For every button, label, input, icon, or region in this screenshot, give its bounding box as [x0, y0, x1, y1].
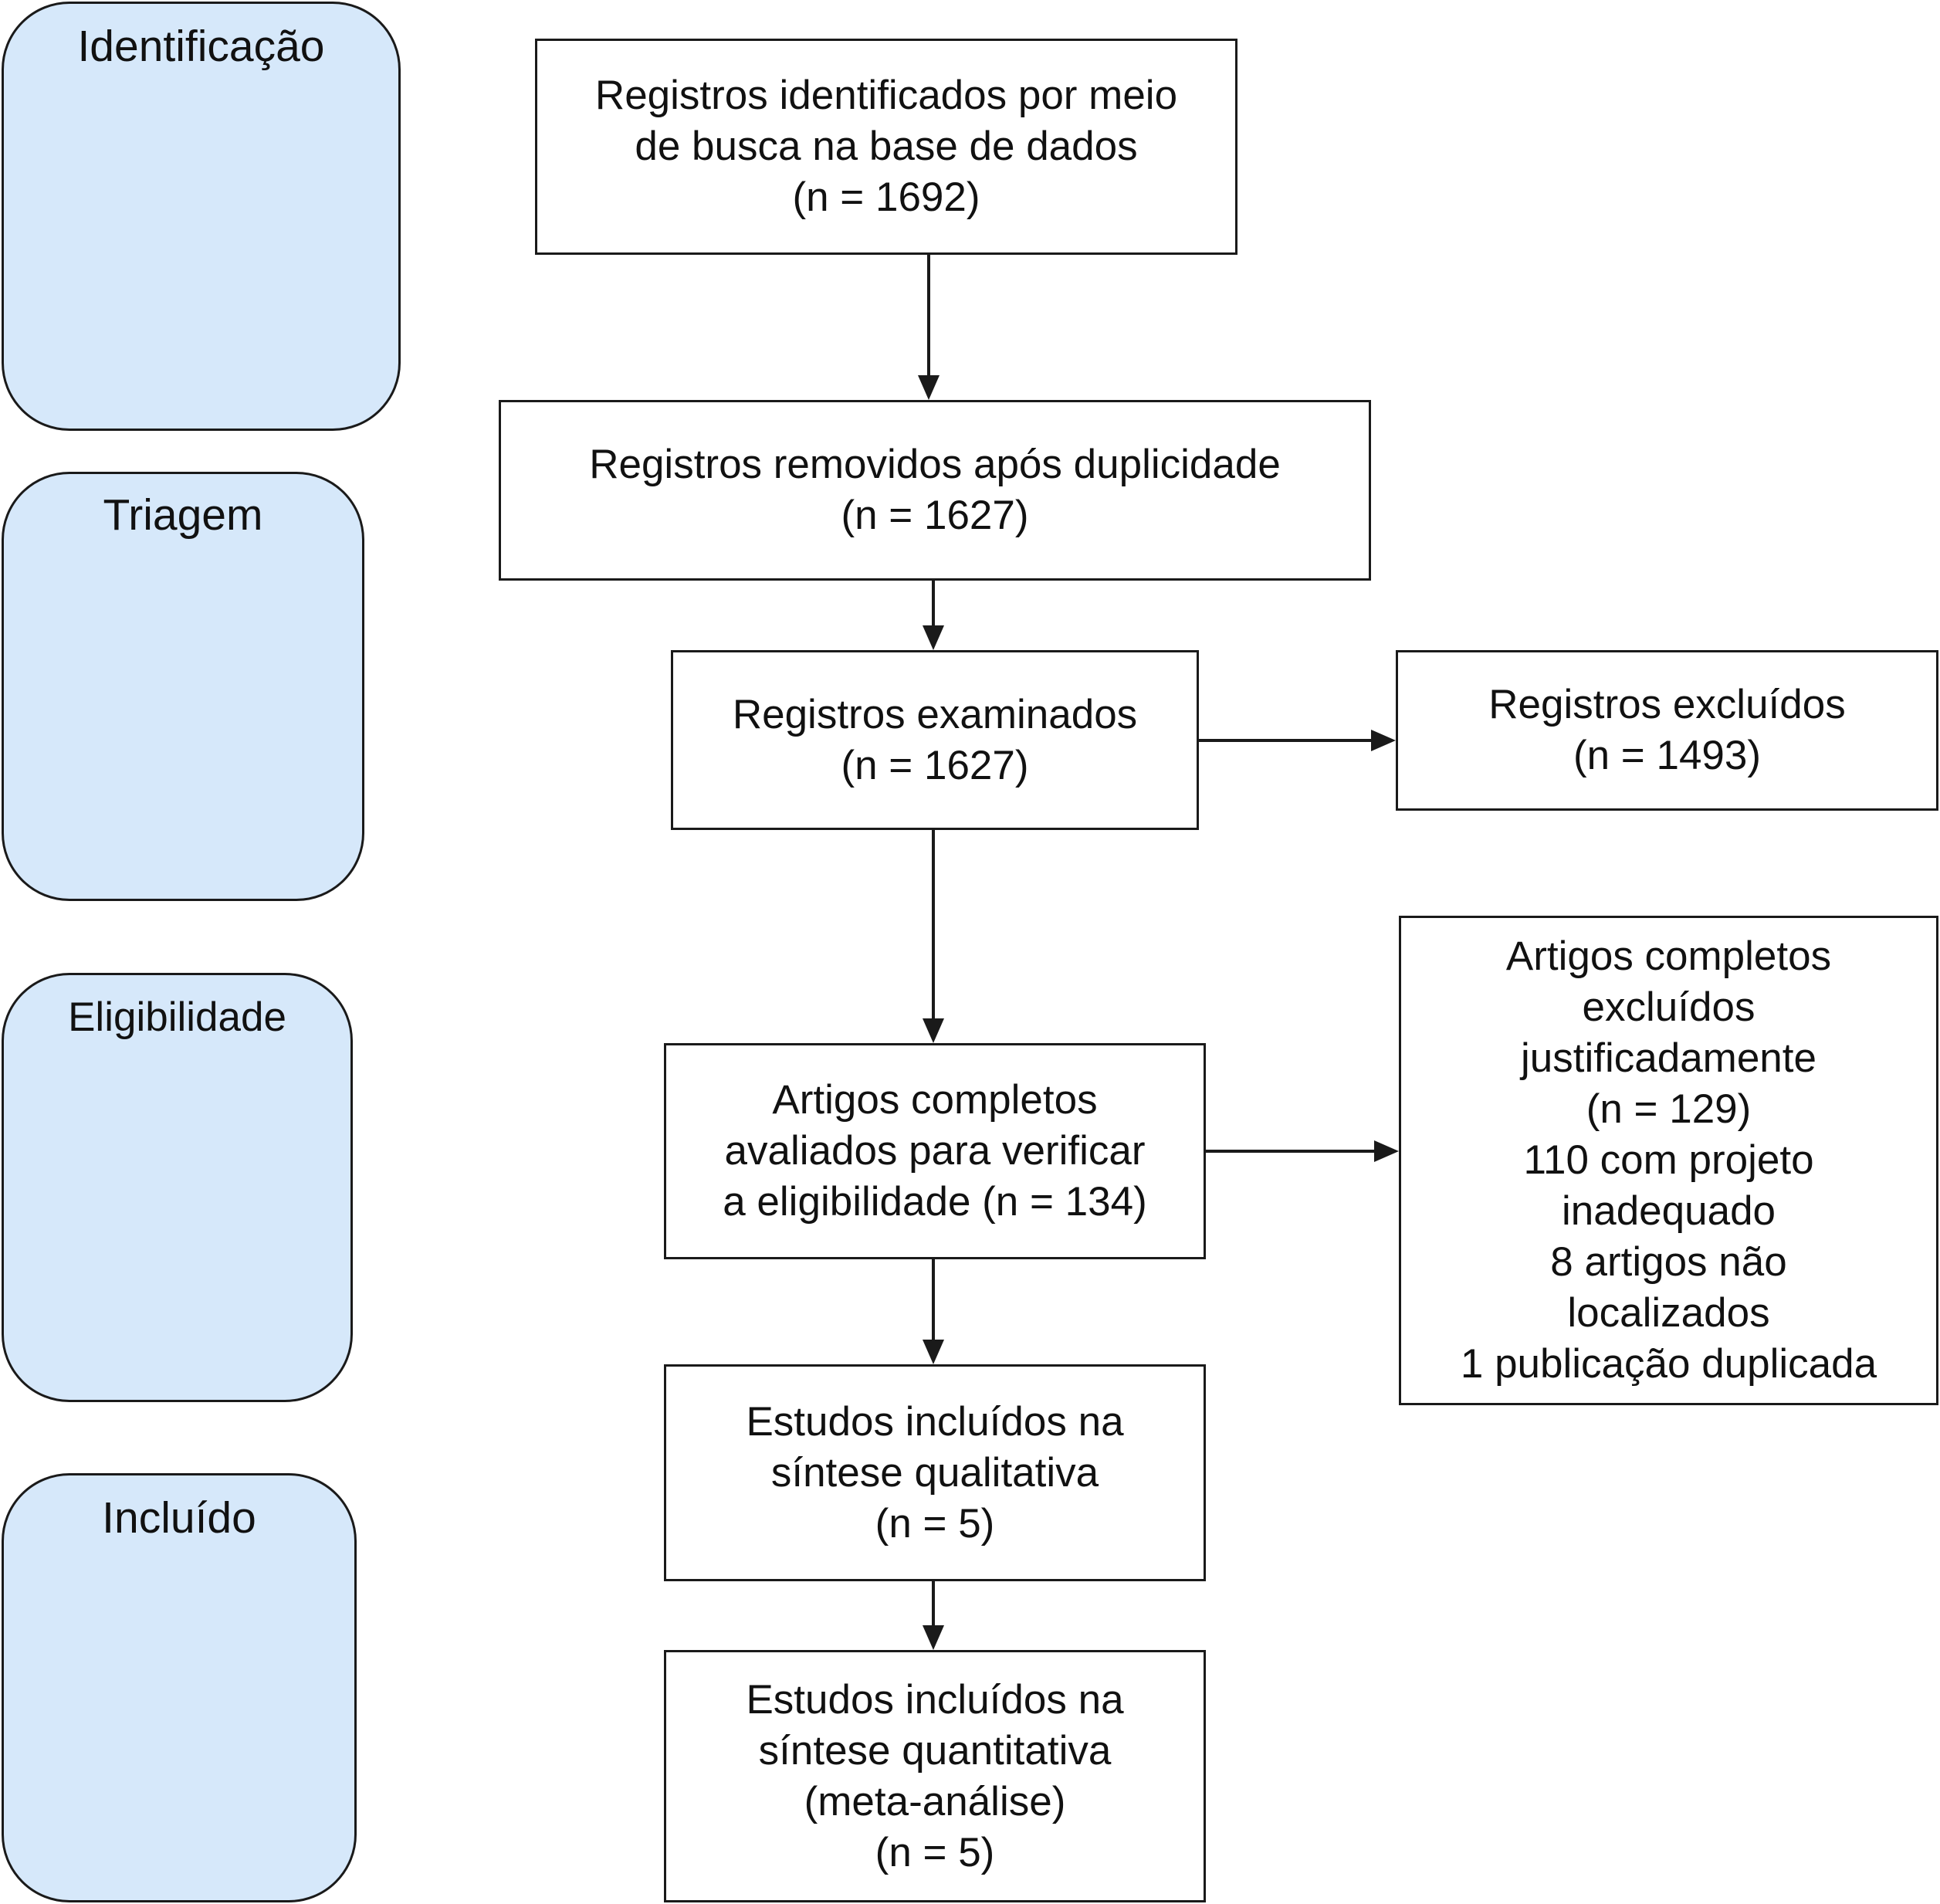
arrow-screened-to-full-text: [923, 830, 944, 1043]
box-records-excluded: Registros excluídos (n = 1493): [1396, 650, 1938, 811]
text-line: Estudos incluídos na: [746, 1398, 1124, 1445]
text-line: (n = 1692): [792, 174, 980, 220]
box-records-screened: Registros examinados (n = 1627): [671, 650, 1199, 830]
stage-eligibilidade-label: Eligibilidade: [68, 994, 286, 1040]
box-records-identified: Registros identificados por meio de busc…: [535, 39, 1237, 255]
text-line: Registros removidos após duplicidade: [589, 442, 1281, 487]
text-line: 8 artigos não: [1550, 1239, 1787, 1285]
box-quantitative-synthesis: Estudos incluídos na síntese quantitativ…: [664, 1650, 1206, 1902]
text-line: (n = 129): [1586, 1086, 1752, 1132]
stage-identificacao: Identificação: [2, 2, 401, 431]
box-duplicates-removed-text: Registros removidos após duplicidade (n …: [589, 439, 1281, 541]
box-records-excluded-text: Registros excluídos (n = 1493): [1488, 679, 1845, 781]
text-line: síntese quantitativa: [758, 1727, 1112, 1774]
stage-incluido-label: Incluído: [102, 1493, 256, 1543]
text-line: 1 publicação duplicada: [1460, 1341, 1877, 1387]
stage-incluido: Incluído: [2, 1473, 357, 1902]
text-line: 110 com projeto: [1523, 1137, 1814, 1183]
arrow-identified-to-duplicates: [918, 255, 940, 400]
text-line: síntese qualitativa: [770, 1449, 1099, 1496]
arrow-screened-to-excluded: [1199, 730, 1396, 751]
arrow-full-text-to-qualitative: [923, 1259, 944, 1364]
arrow-full-text-to-excluded: [1206, 1140, 1399, 1162]
box-records-identified-text: Registros identificados por meio de busc…: [595, 70, 1177, 223]
text-line: (n = 5): [875, 1829, 995, 1875]
arrow-qualitative-to-quantitative: [923, 1581, 944, 1650]
box-full-text-assessed-text: Artigos completos avaliados para verific…: [723, 1075, 1147, 1228]
arrow-duplicates-to-screened: [923, 581, 944, 650]
box-records-screened-text: Registros examinados (n = 1627): [733, 689, 1137, 791]
text-line: inadequado: [1561, 1188, 1776, 1234]
box-full-text-excluded-text: Artigos completos excluídos justificadam…: [1461, 931, 1877, 1390]
text-line: localizados: [1567, 1290, 1770, 1336]
text-line: Registros excluídos: [1488, 682, 1846, 727]
stage-triagem: Triagem: [2, 472, 364, 901]
box-qualitative-synthesis-text: Estudos incluídos na síntese qualitativa…: [746, 1397, 1123, 1550]
text-line: (n = 1493): [1573, 733, 1762, 778]
text-line: (meta-análise): [804, 1778, 1066, 1824]
text-line: justificadamente: [1521, 1035, 1816, 1081]
stage-triagem-label: Triagem: [103, 490, 263, 540]
box-full-text-assessed: Artigos completos avaliados para verific…: [664, 1043, 1206, 1259]
text-line: Registros examinados: [732, 691, 1138, 737]
text-line: a eligibilidade (n = 134): [723, 1179, 1147, 1225]
text-line: Registros identificados por meio: [594, 73, 1178, 118]
box-qualitative-synthesis: Estudos incluídos na síntese qualitativa…: [664, 1364, 1206, 1581]
box-full-text-excluded: Artigos completos excluídos justificadam…: [1399, 916, 1938, 1405]
text-line: (n = 1627): [841, 742, 1029, 788]
text-line: (n = 5): [875, 1500, 995, 1547]
text-line: Artigos completos: [772, 1077, 1098, 1123]
text-line: excluídos: [1582, 984, 1755, 1030]
box-quantitative-synthesis-text: Estudos incluídos na síntese quantitativ…: [746, 1675, 1123, 1879]
text-line: de busca na base de dados: [635, 124, 1138, 169]
box-duplicates-removed: Registros removidos após duplicidade (n …: [499, 400, 1371, 581]
text-line: (n = 1627): [841, 493, 1029, 538]
text-line: Artigos completos: [1505, 933, 1832, 979]
text-line: Estudos incluídos na: [746, 1676, 1124, 1723]
text-line: avaliados para verificar: [724, 1128, 1146, 1174]
stage-eligibilidade: Eligibilidade: [2, 973, 353, 1402]
stage-identificacao-label: Identificação: [77, 22, 325, 71]
